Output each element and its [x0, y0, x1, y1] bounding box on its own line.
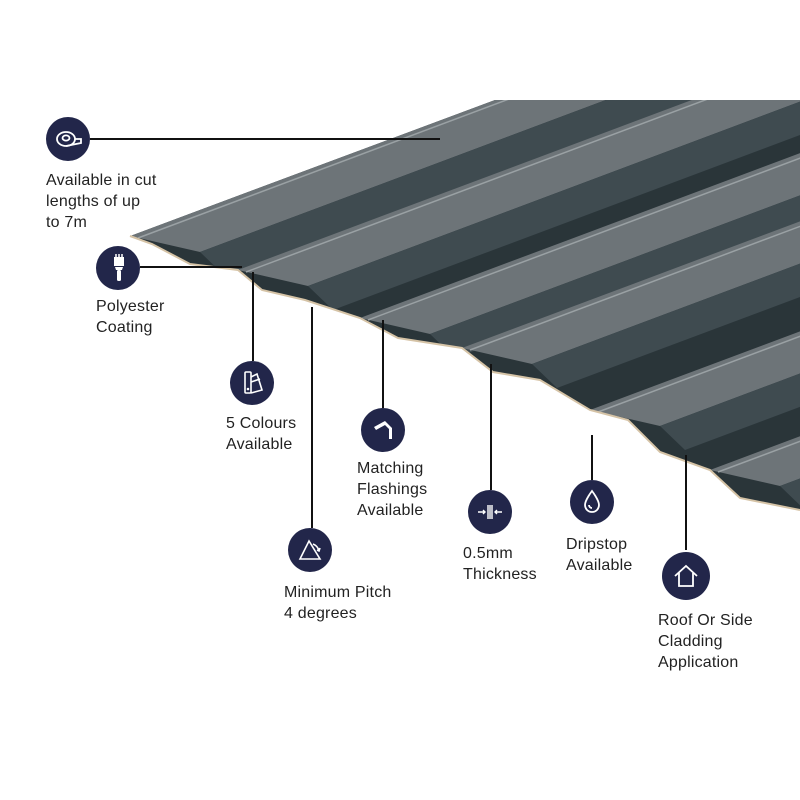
sheet-bottom-edge — [130, 236, 800, 800]
sheet-rib-highlight — [367, 100, 800, 321]
flashing-icon — [361, 408, 405, 452]
house-icon — [662, 552, 710, 600]
paint-brush-icon — [96, 246, 140, 290]
sheet-rib-crest — [590, 159, 800, 426]
sheet-rib-crest — [238, 100, 800, 286]
droplet-icon — [570, 480, 614, 524]
colour-swatch-icon — [230, 361, 274, 405]
sheet-rib-highlight — [137, 100, 800, 239]
pitch-angle-icon — [288, 528, 332, 572]
sheet-rib-highlight — [597, 160, 800, 413]
tape-measure-icon — [46, 117, 90, 161]
sheet-rib-flank — [532, 113, 800, 388]
sheet-rib-flank — [308, 100, 800, 310]
sheet-rib-crest — [462, 100, 800, 364]
sheet-rib-crest — [130, 100, 800, 252]
sheet-rib-highlight — [245, 100, 800, 273]
sheet-rib-crest — [360, 100, 800, 334]
thickness-icon — [468, 490, 512, 534]
sheet-rib-flank — [200, 100, 800, 276]
sheet-rib-highlight — [469, 100, 800, 351]
sheet-rib-flank — [430, 100, 800, 358]
